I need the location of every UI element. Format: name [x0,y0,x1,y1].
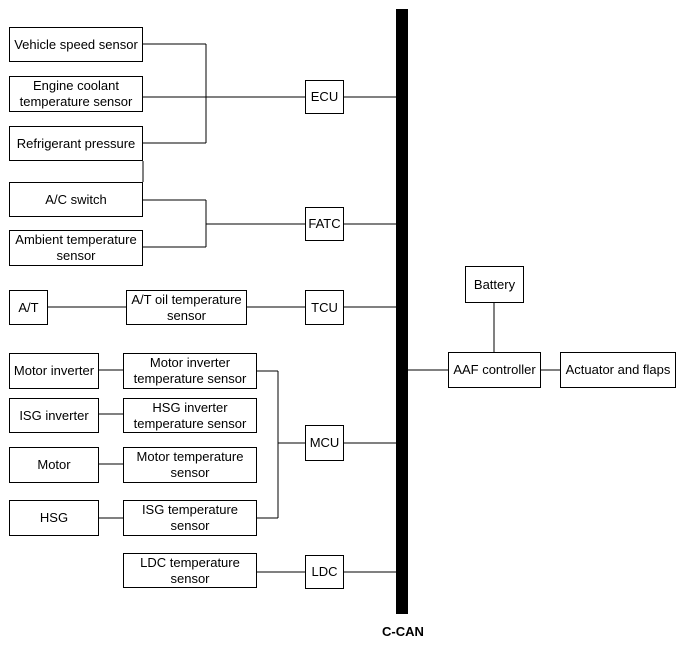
node-label: ISG inverter [19,407,89,423]
at-oil-temperature-sensor-box: A/T oil temperature sensor [126,290,247,325]
node-label-line-2: temperature sensor [133,371,247,386]
node-label-line-1: Engine coolant [32,78,119,93]
ambient-temperature-sensor-box: Ambient temperature sensor [9,230,143,266]
node-label: Vehicle speed sensor [14,36,138,52]
engine-coolant-temperature-sensor-box: Engine coolant temperature sensor [9,76,143,112]
node-label: HSG [39,510,69,525]
node-label: A/C switch [45,191,107,207]
node-label-line-1: Ambient temperature [15,232,137,247]
node-label: LDC [311,564,338,579]
isg-inverter-box: ISG inverter [9,398,99,433]
actuator-and-flaps-box: Actuator and flaps [560,352,676,388]
ecu-box: ECU [305,80,344,114]
aaf-controller-box: AAF controller [448,352,541,388]
node-label: FATC [308,216,341,231]
fatc-box: FATC [305,207,344,241]
ac-switch-box: A/C switch [9,182,143,217]
node-label-line-1: HSG inverter [152,399,228,415]
node-label: A/T [18,299,39,315]
node-label: Battery [473,276,516,292]
node-label-line-2: sensor [170,518,210,533]
motor-inverter-temperature-sensor-box: Motor inverter temperature sensor [123,353,257,389]
hsg-box: HSG [9,500,99,536]
battery-box: Battery [465,266,524,303]
node-label: Motor [37,457,71,472]
node-label-line-1: Motor inverter [149,355,231,370]
mcu-box: MCU [305,425,344,461]
refrigerant-pressure-box: Refrigerant pressure [9,126,143,161]
motor-box: Motor [9,447,99,483]
node-label-line-2: sensor [166,307,207,323]
node-label-line-1: Motor temperature [136,449,244,464]
node-label-line-2: sensor [170,465,210,480]
node-label: Actuator and flaps [565,362,671,377]
node-label-line-2: temperature sensor [133,415,247,431]
node-label: MCU [309,435,340,450]
node-label: ECU [310,89,339,104]
c-can-bus-label: C-CAN [382,624,424,639]
isg-temperature-sensor-box: ISG temperature sensor [123,500,257,536]
vehicle-speed-sensor-box: Vehicle speed sensor [9,27,143,62]
node-label: Motor inverter [13,363,95,378]
c-can-bus [396,9,408,614]
node-label-line-1: ISG temperature [141,502,239,517]
tcu-box: TCU [305,290,344,325]
node-label-line-2: sensor [56,248,96,263]
node-label-line-2: temperature sensor [19,94,133,109]
node-label: AAF controller [453,362,536,377]
ldc-temperature-sensor-box: LDC temperature sensor [123,553,257,588]
motor-temperature-sensor-box: Motor temperature sensor [123,447,257,483]
node-label-line-1: A/T oil temperature [131,291,242,307]
at-box: A/T [9,290,48,325]
hsg-inverter-temperature-sensor-box: HSG inverter temperature sensor [123,398,257,433]
ldc-box: LDC [305,555,344,589]
node-label-line-1: LDC temperature [140,554,240,570]
node-label-line-2: sensor [170,570,210,586]
node-label: Refrigerant pressure [16,135,136,151]
motor-inverter-box: Motor inverter [9,353,99,389]
node-label: TCU [311,299,338,315]
